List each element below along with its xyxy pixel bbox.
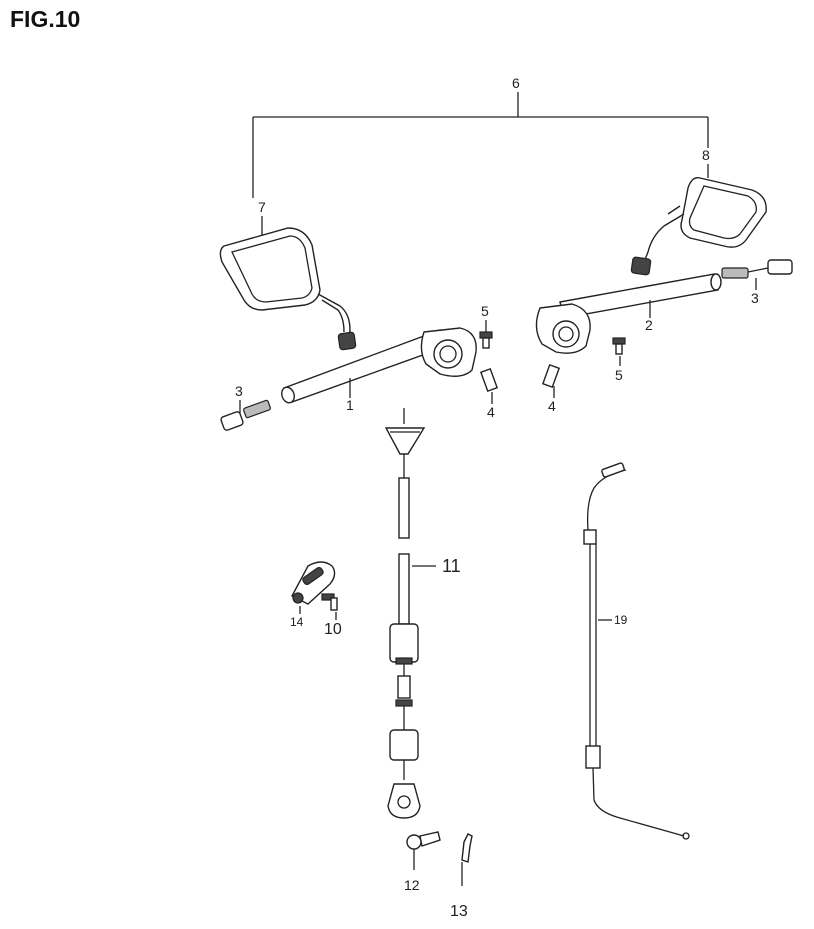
left-grip-end-3: 3 [220, 383, 271, 431]
callout-3-right: 3 [751, 290, 759, 306]
left-handlebar-1: 1 [281, 327, 477, 413]
callout-13: 13 [450, 903, 468, 920]
callout-12: 12 [404, 877, 420, 893]
screw-10: 10 [321, 593, 342, 638]
center-cable-11: 11 [384, 408, 461, 819]
callout-11: 11 [442, 556, 461, 576]
lever-bracket-14: 14 [290, 561, 336, 629]
right-mirror-8: 8 [630, 147, 767, 276]
callout-3-left: 3 [235, 383, 243, 399]
left-mirror-7: 7 [219, 199, 357, 351]
callout-5-right: 5 [615, 367, 623, 383]
assembly-bracket-6: 6 [252, 75, 709, 198]
right-bolt-4: 4 [541, 363, 561, 414]
callout-1: 1 [346, 397, 354, 413]
callout-4-left: 4 [487, 404, 495, 420]
pin-13: 13 [450, 833, 473, 920]
callout-14: 14 [290, 615, 304, 629]
right-handlebar-2: 2 [535, 273, 722, 354]
callout-6: 6 [512, 75, 520, 91]
right-grip-end-3: 3 [721, 259, 793, 306]
figure-title: FIG.10 [10, 6, 81, 32]
callout-19: 19 [614, 613, 628, 627]
callout-5-left: 5 [481, 303, 489, 319]
callout-10: 10 [324, 621, 342, 638]
cable-19: 19 [583, 462, 690, 840]
left-bolt-4: 4 [479, 367, 499, 420]
left-screw-5: 5 [479, 303, 493, 349]
callout-8: 8 [702, 147, 710, 163]
callout-2: 2 [645, 317, 653, 333]
callout-4-right: 4 [548, 398, 556, 414]
clip-12: 12 [404, 831, 441, 893]
right-screw-5: 5 [612, 337, 626, 383]
callout-7: 7 [258, 199, 266, 215]
